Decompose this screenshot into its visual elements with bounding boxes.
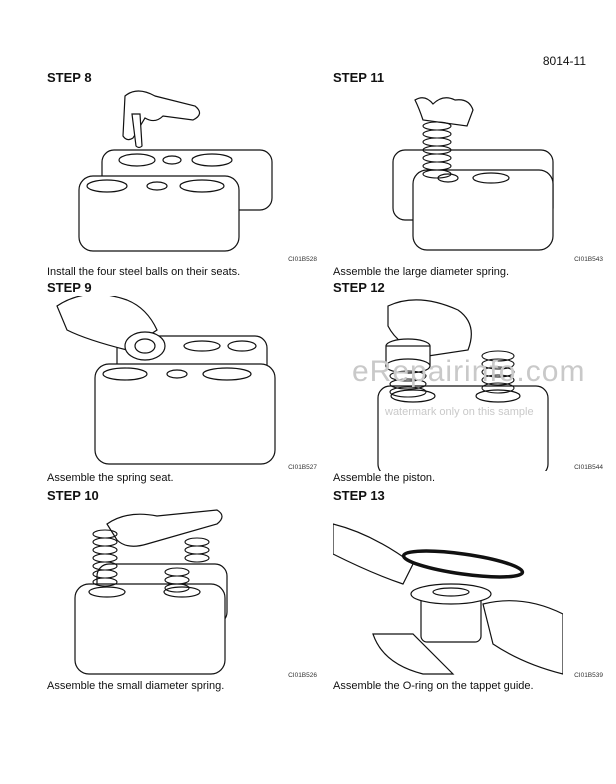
- step-13: STEP 13 CI01B539 Assemble the O-ring on …: [333, 488, 603, 718]
- step-caption: Assemble the piston.: [333, 472, 436, 484]
- step-title: STEP 11: [333, 70, 385, 85]
- figure-code: CI01B544: [574, 464, 603, 471]
- figure-code: CI01B528: [288, 256, 317, 263]
- step-caption: Assemble the spring seat.: [47, 472, 174, 484]
- step-title: STEP 8: [47, 70, 92, 85]
- figure-code: CI01B527: [288, 464, 317, 471]
- illustration-spring-seat: [56, 296, 276, 465]
- step-caption: Assemble the small diameter spring.: [47, 680, 225, 692]
- watermark: eRepairinfo.com: [352, 355, 586, 388]
- illustration-large-spring: [392, 97, 554, 251]
- step-caption: Install the four steel balls on their se…: [47, 266, 241, 278]
- step-8: STEP 8 CI01B528 Install the four steel b…: [47, 70, 317, 300]
- figure-code: CI01B539: [574, 672, 603, 679]
- step-title: STEP 12: [333, 280, 385, 295]
- step-title: STEP 10: [47, 488, 99, 503]
- watermark-subtext: watermark only on this sample: [385, 406, 534, 418]
- illustration-o-ring: [333, 523, 563, 675]
- illustration-valve-body-balls: [78, 90, 273, 252]
- step-caption: Assemble the large diameter spring.: [333, 266, 510, 278]
- page-number: 8014-11: [542, 54, 586, 68]
- step-caption: Assemble the O-ring on the tappet guide.: [333, 680, 534, 692]
- step-title: STEP 13: [333, 488, 385, 503]
- illustration-piston: [377, 299, 549, 471]
- step-10: STEP 10 CI01B526 Assemble the small diam…: [47, 488, 317, 718]
- step-12: STEP 12 CI01B544 Assemble the piston.: [333, 280, 603, 510]
- illustration-small-spring: [74, 509, 228, 675]
- figure-code: CI01B526: [288, 672, 317, 679]
- step-11: STEP 11 CI01B543 Assemble the large diam…: [333, 70, 603, 300]
- figure-code: CI01B543: [574, 256, 603, 263]
- step-9: STEP 9 CI01B527 Assemble the spring seat…: [47, 280, 317, 510]
- o-ring-shape: [401, 549, 525, 579]
- step-title: STEP 9: [47, 280, 92, 295]
